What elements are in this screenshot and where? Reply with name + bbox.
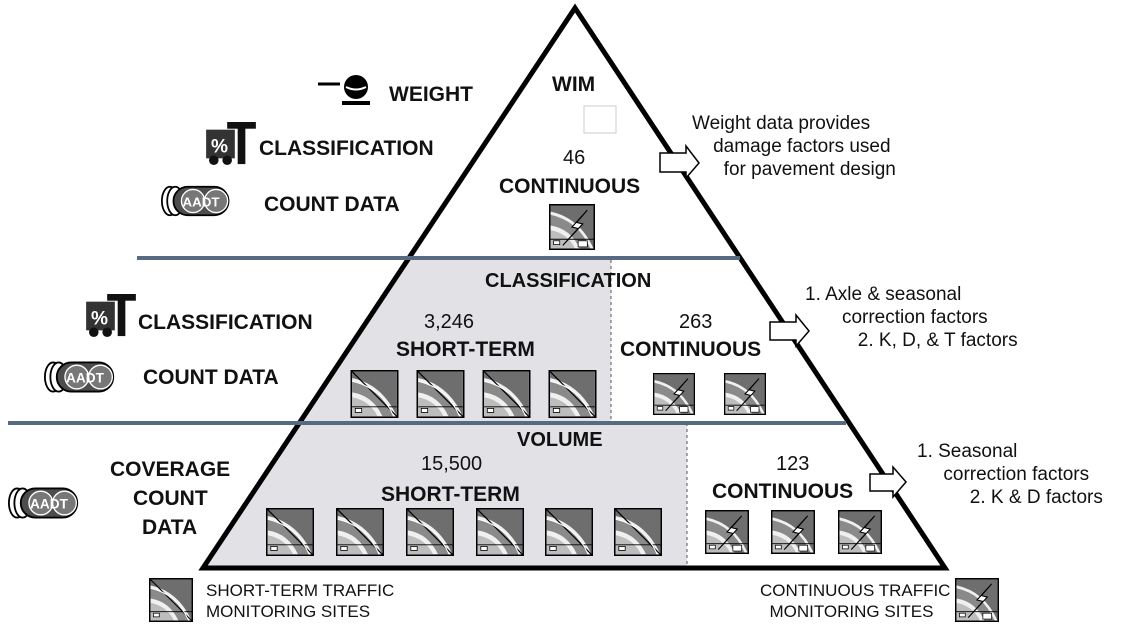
legend-coverage-line1: COVERAGE (110, 458, 231, 481)
footer-continuous-legend: CONTINUOUS TRAFFIC MONITORING SITES (760, 581, 951, 621)
tier-type-wim: CONTINUOUS (499, 175, 641, 198)
note-middle: 1. Axle & seasonal correction factors 2.… (805, 284, 1018, 351)
aadt-icon (8, 487, 79, 519)
note-top: Weight data provides damage factors used… (692, 113, 896, 180)
tier-count-continuous-mid: 263 (679, 311, 713, 333)
short-term-site-icon (544, 508, 594, 556)
short-term-site-icon (548, 370, 597, 418)
tier-type-short-term-mid: SHORT-TERM (396, 338, 535, 361)
short-term-site-icon (265, 508, 315, 556)
percent-truck-icon (206, 122, 256, 166)
short-term-site-icon (475, 508, 525, 556)
aadt-icon (44, 361, 115, 393)
continuous-site-icon (652, 373, 696, 415)
legend-count-label-mid: COUNT DATA (143, 366, 279, 389)
continuous-site-icon (704, 510, 750, 554)
continuous-site-icon (837, 510, 883, 554)
tier-type-short-term-bottom: SHORT-TERM (381, 483, 520, 506)
tier-count-continuous-bottom: 123 (776, 453, 810, 475)
percent-truck-icon (86, 294, 136, 338)
legend-weight-label: WEIGHT (389, 83, 473, 106)
note-bottom: 1. Seasonal correction factors 2. K & D … (917, 441, 1103, 508)
continuous-site-icon (723, 373, 767, 415)
tier-count-short-term-bottom: 15,500 (421, 453, 483, 475)
aadt-icon (161, 185, 230, 217)
short-term-site-icon (350, 370, 399, 418)
arrow-top (659, 143, 700, 181)
legend-coverage-line2: COUNT (133, 487, 208, 510)
tier-type-continuous-bottom: CONTINUOUS (712, 480, 854, 503)
tier-category-volume: VOLUME (517, 429, 603, 451)
short-term-legend-icon (148, 578, 194, 622)
pyramid-outline (198, 3, 950, 571)
continuous-legend-icon (954, 578, 1000, 622)
tier-type-continuous-mid: CONTINUOUS (620, 338, 762, 361)
short-term-site-icon (335, 508, 385, 556)
tier-category-classification: CLASSIFICATION (485, 270, 652, 292)
short-term-site-icon (482, 370, 531, 418)
legend-count-label: COUNT DATA (264, 193, 400, 216)
blank-box (583, 105, 617, 134)
continuous-site-icon (548, 204, 596, 250)
legend-coverage-line3: DATA (142, 516, 198, 539)
short-term-site-icon (405, 508, 455, 556)
legend-classification-label: CLASSIFICATION (259, 137, 434, 160)
tier-count-short-term-mid: 3,246 (424, 311, 475, 333)
tier-count-wim: 46 (563, 147, 586, 169)
footer-short-term-legend: SHORT-TERM TRAFFIC MONITORING SITES (206, 581, 395, 621)
arrow-bottom (869, 464, 907, 500)
continuous-site-icon (770, 510, 816, 554)
legend-classification-label-mid: CLASSIFICATION (138, 311, 313, 334)
arrow-middle (769, 312, 810, 349)
wim-scale-icon (318, 74, 372, 107)
short-term-site-icon (613, 508, 663, 556)
tier-category-wim: WIM (552, 73, 596, 96)
short-term-site-icon (416, 370, 465, 418)
